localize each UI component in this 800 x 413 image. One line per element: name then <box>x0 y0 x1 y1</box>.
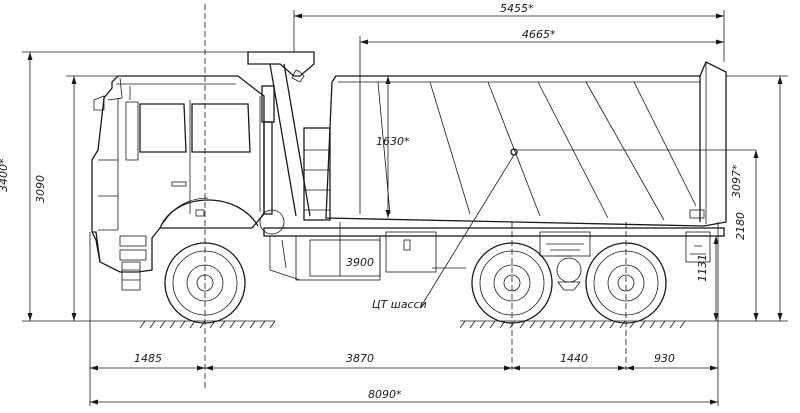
dim-4665: 4665* <box>522 28 556 41</box>
chassis-frame <box>263 227 725 281</box>
air-intake <box>259 85 285 235</box>
hydraulic-ram <box>247 51 331 221</box>
dimension-lines <box>22 10 788 406</box>
center-of-gravity-marker <box>419 148 756 309</box>
dim-3097: 3097* <box>730 164 743 198</box>
dim-2180: 2180 <box>734 212 747 240</box>
dim-1485: 1485 <box>134 352 162 365</box>
dim-1630: 1630* <box>376 135 410 148</box>
balancer-suspension <box>556 257 582 291</box>
dim-5455: 5455* <box>500 2 534 15</box>
dim-930: 930 <box>654 352 675 365</box>
axle-centerlines <box>204 4 627 390</box>
dim-3400: 3400* <box>0 158 10 192</box>
ground-line <box>139 320 690 329</box>
cab <box>91 75 265 291</box>
dim-3900: 3900 <box>346 256 374 269</box>
dump-body <box>325 61 727 227</box>
dim-8090: 8090* <box>368 388 402 401</box>
dim-1440: 1440 <box>560 352 588 365</box>
center-of-gravity-label: ЦТ шасси <box>372 298 427 311</box>
dim-1131: 1131 <box>696 254 709 282</box>
dim-3870: 3870 <box>346 352 374 365</box>
dim-3090: 3090 <box>34 175 47 203</box>
